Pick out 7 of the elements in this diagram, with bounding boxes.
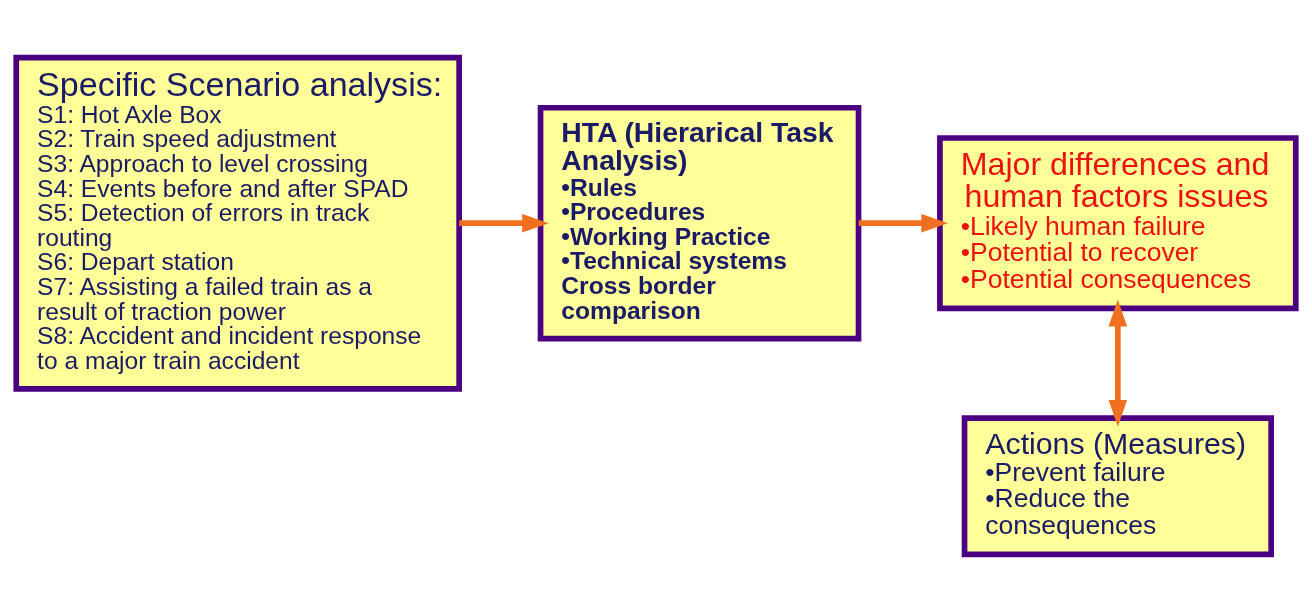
arrow [858, 213, 948, 233]
arrow [1108, 299, 1128, 427]
arrow [459, 213, 549, 233]
node-box: Actions (Measures) •Prevent failure •Reduce the consequences [961, 415, 1274, 558]
node-box: Specific Scenario analysis: S1: Hot Axle Box S2: Train speed adjustment S3: Approach to level crossing S4: Events before and after SPAD S5: Detection of errors in track routing S6: Depart station S7: Assisting a failed train as a result of traction power S8: Accident and incident response to a major train accident [13, 54, 462, 392]
node-box: HTA (Hierarical Task Analysis) •Rules •Procedures •Working Practice •Technical systems Cross border comparison [537, 104, 862, 342]
node-box: Major differences and human factors issues •Likely human failure •Potential to recover •Potential consequences [937, 135, 1299, 312]
